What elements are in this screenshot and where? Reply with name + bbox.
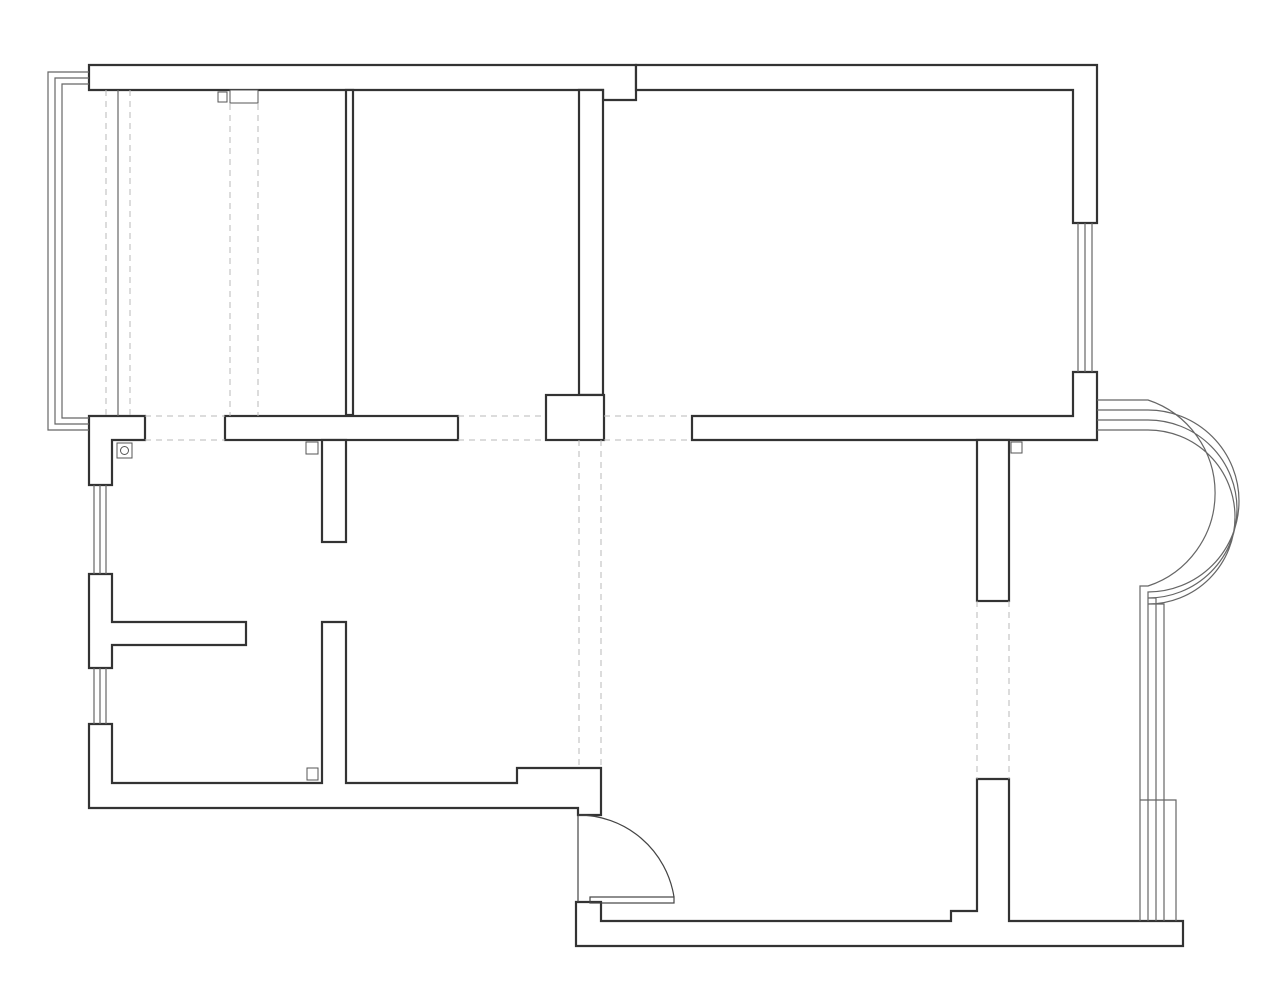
mid-wall-stub [320,438,348,544]
window-frame-symbol [229,89,259,104]
bay-window-lower [1139,799,1177,921]
central-pier [544,393,606,442]
top-wall-right [634,63,1099,225]
mid-wall-left [223,414,460,442]
window-right-upper [1077,223,1093,372]
window-left-2 [93,668,107,724]
partition-thin [344,88,355,417]
windows [47,71,1240,921]
symbols [116,89,1023,781]
balcony-window-left [47,71,89,431]
right-inner-wall-upper [975,438,1011,603]
door-swing [577,814,675,898]
top-wall-left [87,63,638,102]
openings [105,90,1010,779]
bottom-wall-right [574,777,1185,948]
left-wall-middle [87,572,248,670]
window-left-1 [93,485,107,574]
right-wall-upper-corner [690,370,1099,442]
left-bottom-wall [87,620,603,817]
switch-symbol [217,91,228,103]
central-wall-upper [577,88,605,397]
entry-door [577,814,675,904]
switch-symbol [1010,441,1023,454]
switch-symbol [305,441,319,455]
switch-symbol [306,767,319,781]
bay-window-curve [1097,399,1240,800]
door-leaf [589,896,675,904]
socket-symbol [120,446,129,455]
walls [87,63,1185,948]
